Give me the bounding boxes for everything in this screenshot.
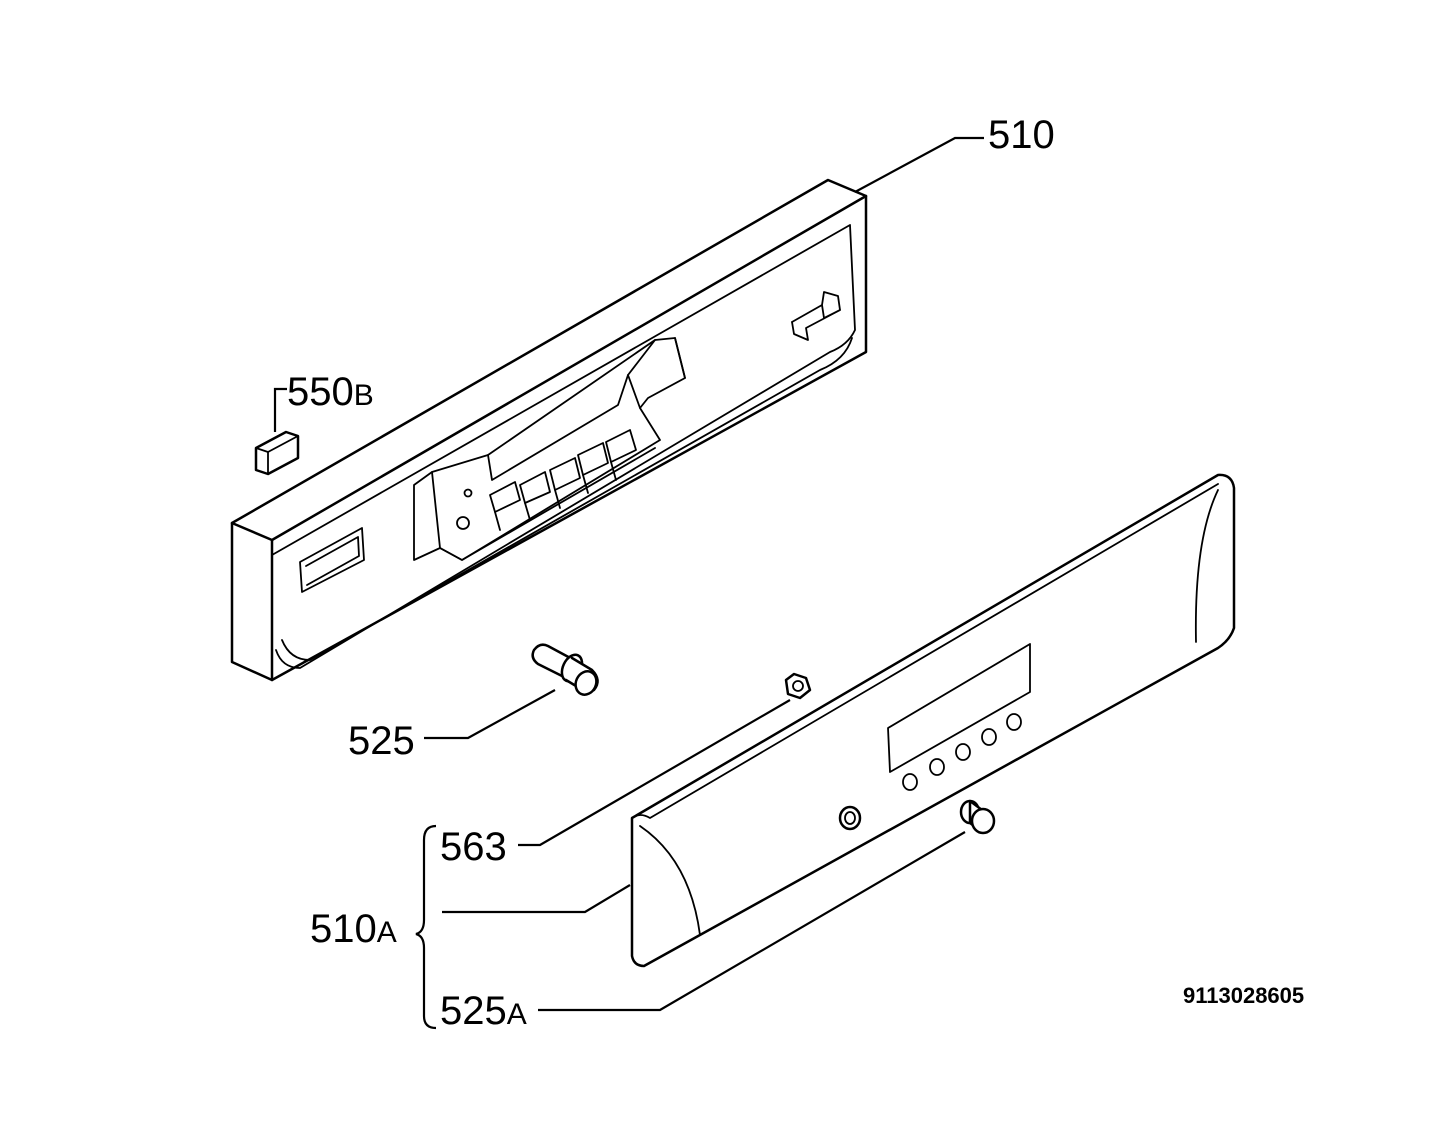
- callout-550b-suffix: B: [354, 379, 374, 412]
- part-510a-front-cover: [630, 473, 1236, 968]
- part-550b-block: [254, 430, 300, 476]
- callout-563-number: 563: [440, 825, 507, 869]
- document-number: 9113028605: [1183, 983, 1304, 1008]
- callout-550b: 550B: [287, 370, 374, 414]
- leader-lines: [273, 136, 984, 1012]
- callout-525a: 525A: [440, 989, 527, 1033]
- callout-510: 510: [988, 113, 1055, 157]
- callout-510a-suffix: A: [377, 916, 397, 949]
- group-brace: [415, 824, 437, 1030]
- part-525-screw: [531, 643, 599, 696]
- callout-550b-number: 550: [287, 370, 354, 414]
- callout-510a-number: 510: [310, 907, 377, 951]
- callout-525a-suffix: A: [507, 998, 527, 1031]
- callout-525a-number: 525: [440, 989, 507, 1033]
- callout-525-number: 525: [348, 719, 415, 763]
- front-cover-buttons: [902, 713, 1022, 791]
- callout-510-number: 510: [988, 113, 1055, 157]
- part-525a-knob: [959, 799, 996, 835]
- callout-510a: 510A: [310, 907, 397, 951]
- part-510-control-panel-frame: [230, 178, 868, 682]
- callout-525: 525: [348, 719, 415, 763]
- part-563-nut: [784, 672, 812, 700]
- callout-563: 563: [440, 825, 507, 869]
